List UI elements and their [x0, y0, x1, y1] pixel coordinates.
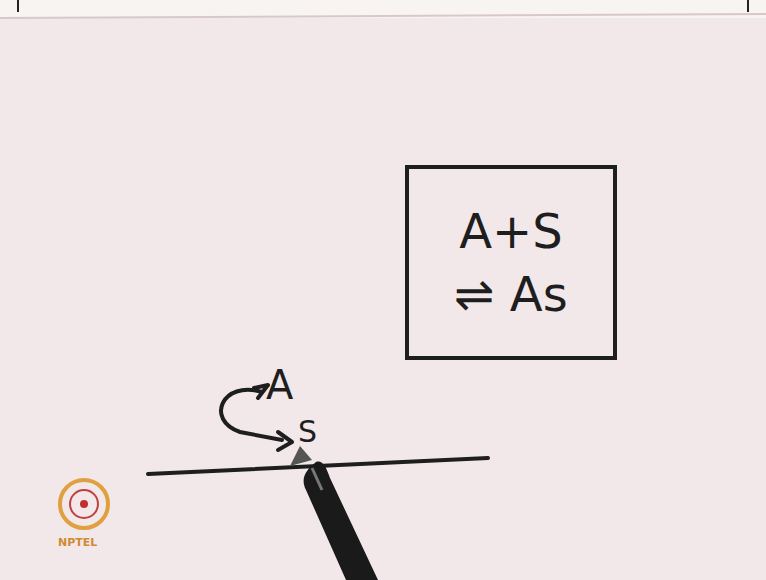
- board-edge: [0, 14, 766, 18]
- logo-text: NPTEL: [58, 536, 97, 549]
- tick-mark: [747, 0, 749, 12]
- pen-shine: [312, 468, 322, 490]
- equation-text: A+S: [459, 200, 563, 262]
- logo-ring: [60, 480, 108, 528]
- logo-ring: [70, 490, 98, 518]
- top-strip: [0, 0, 766, 18]
- equation-box: A+S⇌ As: [405, 165, 617, 360]
- tick-mark: [17, 0, 19, 12]
- adsorbed-site: [290, 446, 312, 466]
- arrow-head: [278, 432, 292, 450]
- site-label: S: [298, 414, 317, 449]
- adsorbate-label: A: [266, 362, 293, 408]
- equation-text: ⇌ As: [454, 263, 567, 325]
- logo-center: [80, 500, 88, 508]
- arrow-head: [254, 385, 268, 398]
- marker-pen: [304, 462, 378, 580]
